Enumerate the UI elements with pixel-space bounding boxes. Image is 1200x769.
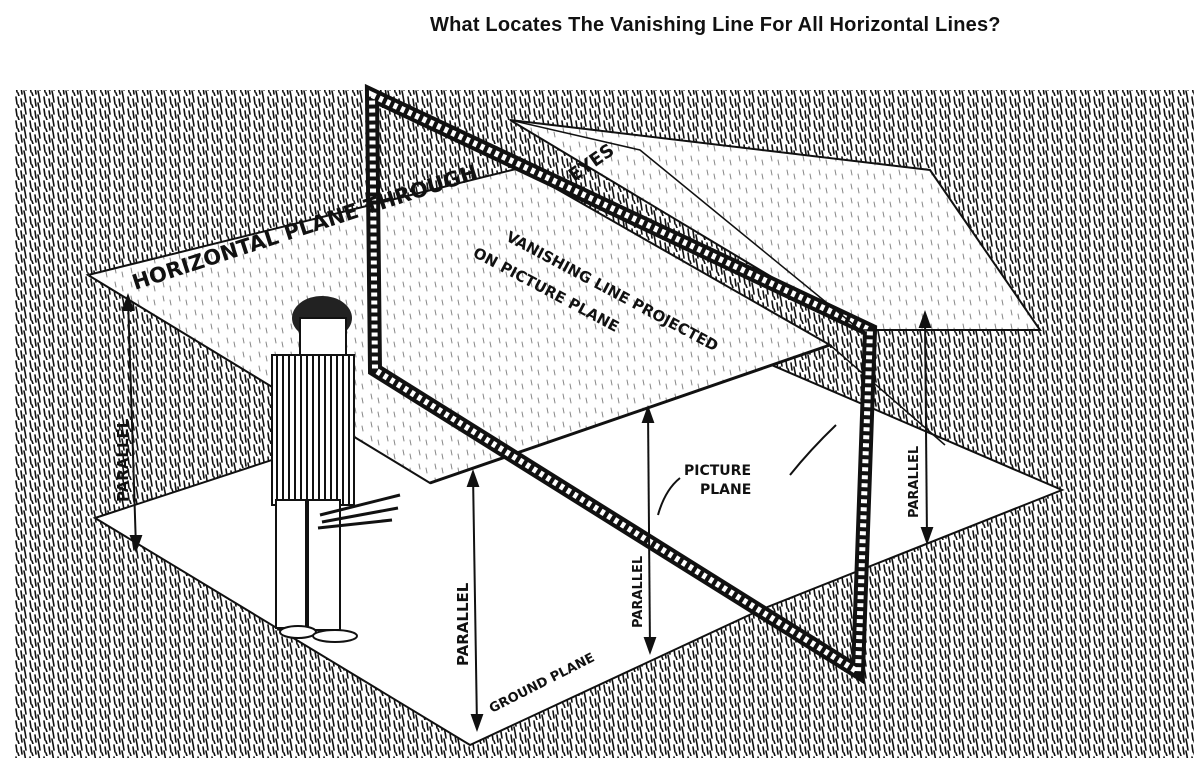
- diagram-title: What Locates The Vanishing Line For All …: [430, 14, 1001, 36]
- picture-plane-label-1: PICTURE: [684, 463, 751, 479]
- parallel-arrow-frame: [641, 405, 657, 655]
- parallel-arrow-right: [918, 310, 934, 545]
- picture-plane-frame: [364, 83, 878, 685]
- parallel-label-left: PARALLEL: [114, 418, 132, 502]
- picture-plane-pointer: [657, 424, 837, 516]
- picture-plane-label-2: PLANE: [700, 482, 751, 498]
- parallel-label-right: PARALLEL: [907, 446, 922, 518]
- parallel-arrow-left: [121, 293, 143, 553]
- vanishing-line: [429, 343, 831, 485]
- observer-figure: [271, 296, 401, 643]
- parallel-label-frame: PARALLEL: [631, 556, 646, 628]
- parallel-arrow-center: [466, 469, 484, 732]
- eyes-leader: [509, 119, 1040, 331]
- parallel-label-center: PARALLEL: [454, 582, 472, 666]
